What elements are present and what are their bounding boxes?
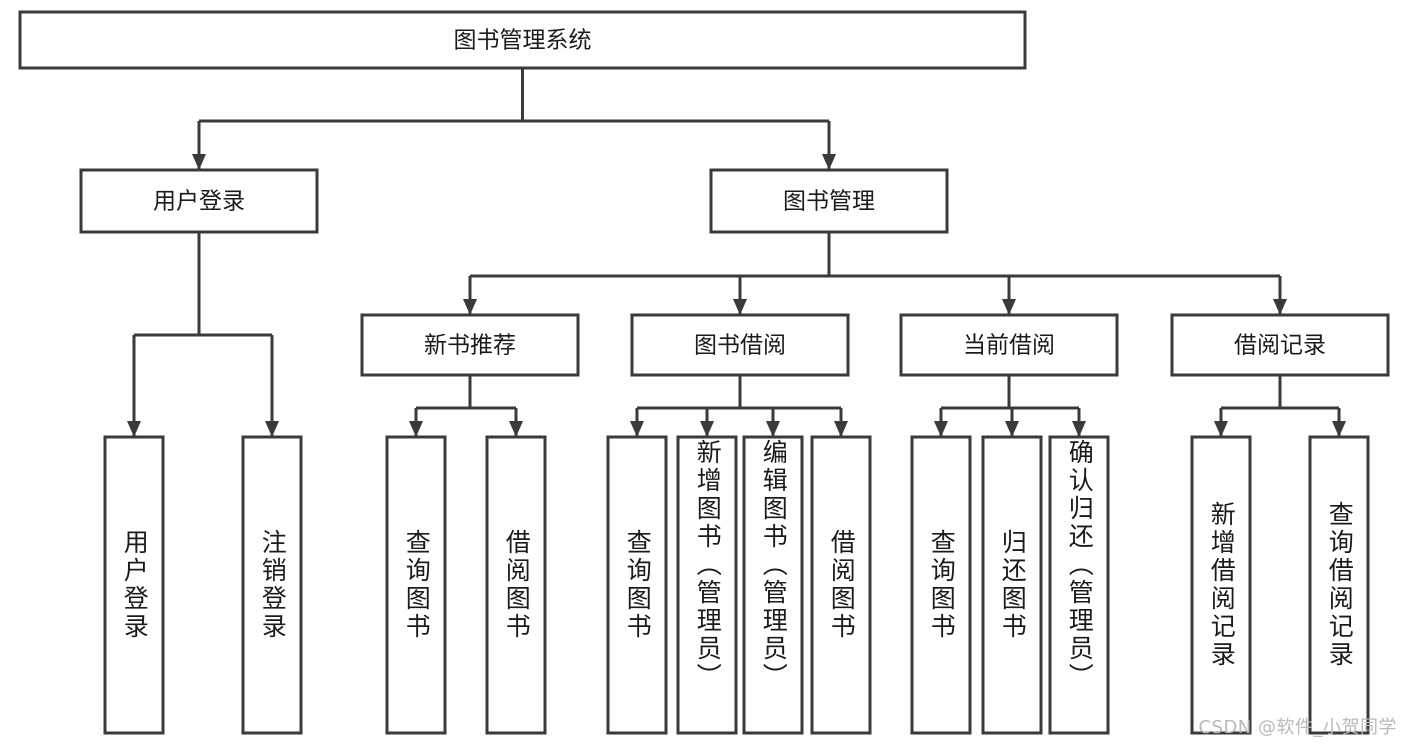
node-box-leaf-query-record[interactable] xyxy=(1308,435,1370,735)
node-label-book-borrow: 图书借阅 xyxy=(694,333,786,359)
node-label-new-book-recommend: 新书推荐 xyxy=(424,333,516,359)
arrowhead-leaf-borrow-book-bor xyxy=(834,421,848,437)
node-box-book-borrow[interactable] xyxy=(630,313,850,377)
node-box-leaf-return-book[interactable] xyxy=(981,435,1043,735)
arrowhead-leaf-add-record xyxy=(1214,421,1228,437)
arrowhead-book-manage xyxy=(822,154,836,170)
arrowhead-leaf-confirm-return xyxy=(1072,421,1086,437)
node-box-leaf-query-book-new[interactable] xyxy=(385,435,447,735)
node-label-borrow-record: 借阅记录 xyxy=(1234,333,1326,359)
arrowhead-current-borrow xyxy=(1002,299,1016,315)
arrowhead-book-borrow xyxy=(733,299,747,315)
node-label-book-manage: 图书管理 xyxy=(783,189,875,215)
node-box-new-book-recommend[interactable] xyxy=(360,313,580,377)
arrowhead-leaf-user-login xyxy=(127,421,141,437)
arrowhead-leaf-query-book-cur xyxy=(934,421,948,437)
arrowhead-leaf-query-book-new xyxy=(409,421,423,437)
arrowhead-borrow-record xyxy=(1273,299,1287,315)
node-box-leaf-edit-book[interactable] xyxy=(742,435,804,735)
connector-layer xyxy=(127,68,1346,437)
csdn-watermark: CSDN @软件_小贺同学 xyxy=(1198,717,1397,738)
arrowhead-leaf-query-record xyxy=(1332,421,1346,437)
arrowhead-leaf-return-book xyxy=(1005,421,1019,437)
arrowhead-leaf-edit-book xyxy=(766,421,780,437)
node-label-user-login: 用户登录 xyxy=(153,189,245,215)
node-box-current-borrow[interactable] xyxy=(899,313,1119,377)
node-label-current-borrow: 当前借阅 xyxy=(963,333,1055,359)
arrowhead-leaf-query-book-bor xyxy=(630,421,644,437)
arrowhead-new-book-recommend xyxy=(463,299,477,315)
node-box-book-manage[interactable] xyxy=(709,168,949,234)
node-box-leaf-query-book-cur[interactable] xyxy=(910,435,972,735)
node-label-root: 图书管理系统 xyxy=(454,28,592,54)
node-box-leaf-query-book-bor[interactable] xyxy=(606,435,668,735)
node-box-leaf-borrow-book-new[interactable] xyxy=(485,435,547,735)
node-box-leaf-user-login[interactable] xyxy=(103,435,165,735)
arrowhead-leaf-borrow-book-new xyxy=(509,421,523,437)
node-box-borrow-record[interactable] xyxy=(1170,313,1390,377)
arrowhead-leaf-logout-login xyxy=(265,421,279,437)
node-box-leaf-add-record[interactable] xyxy=(1190,435,1252,735)
node-box-user-login[interactable] xyxy=(79,168,319,234)
node-box-leaf-confirm-return[interactable] xyxy=(1048,435,1110,735)
node-box-leaf-add-book[interactable] xyxy=(676,435,738,735)
node-box-leaf-borrow-book-bor[interactable] xyxy=(810,435,872,735)
arrowhead-user-login xyxy=(192,154,206,170)
node-box-root[interactable] xyxy=(18,10,1027,70)
arrowhead-leaf-add-book xyxy=(700,421,714,437)
node-box-leaf-logout-login[interactable] xyxy=(241,435,303,735)
